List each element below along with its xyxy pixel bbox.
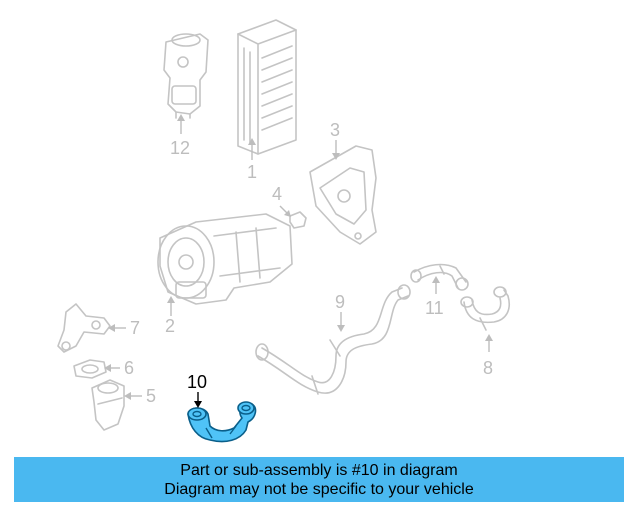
part-12-valve[interactable] [163, 33, 209, 119]
part-4-bolt[interactable] [289, 211, 307, 229]
part-5-valve[interactable] [91, 379, 125, 431]
part-9-hose[interactable] [255, 284, 411, 395]
callout-4: 4 [272, 184, 282, 204]
part-3-bracket[interactable] [309, 145, 377, 245]
callout-3: 3 [330, 120, 340, 140]
callout-8: 8 [483, 358, 493, 378]
callout-9: 9 [335, 292, 345, 312]
part-11-hose[interactable] [410, 263, 469, 291]
info-banner: Part or sub-assembly is #10 in diagram D… [14, 457, 624, 502]
callout-7: 7 [130, 318, 140, 338]
callout-10: 10 [187, 372, 207, 392]
part-10-hose-highlighted[interactable] [187, 401, 257, 443]
part-1-canister[interactable] [237, 19, 297, 155]
callout-5: 5 [146, 386, 156, 406]
banner-line-2: Diagram may not be specific to your vehi… [164, 481, 474, 498]
callout-6: 6 [124, 358, 134, 378]
part-6-gasket[interactable] [73, 359, 107, 379]
part-7-pipe[interactable] [57, 303, 111, 353]
part-2-air-pump[interactable] [157, 213, 293, 305]
callout-2: 2 [165, 316, 175, 336]
banner-line-1: Part or sub-assembly is #10 in diagram [180, 462, 458, 479]
callout-11: 11 [425, 298, 444, 318]
part-8-hose[interactable] [460, 286, 510, 331]
callout-12: 12 [170, 138, 190, 158]
callout-1: 1 [247, 162, 257, 182]
